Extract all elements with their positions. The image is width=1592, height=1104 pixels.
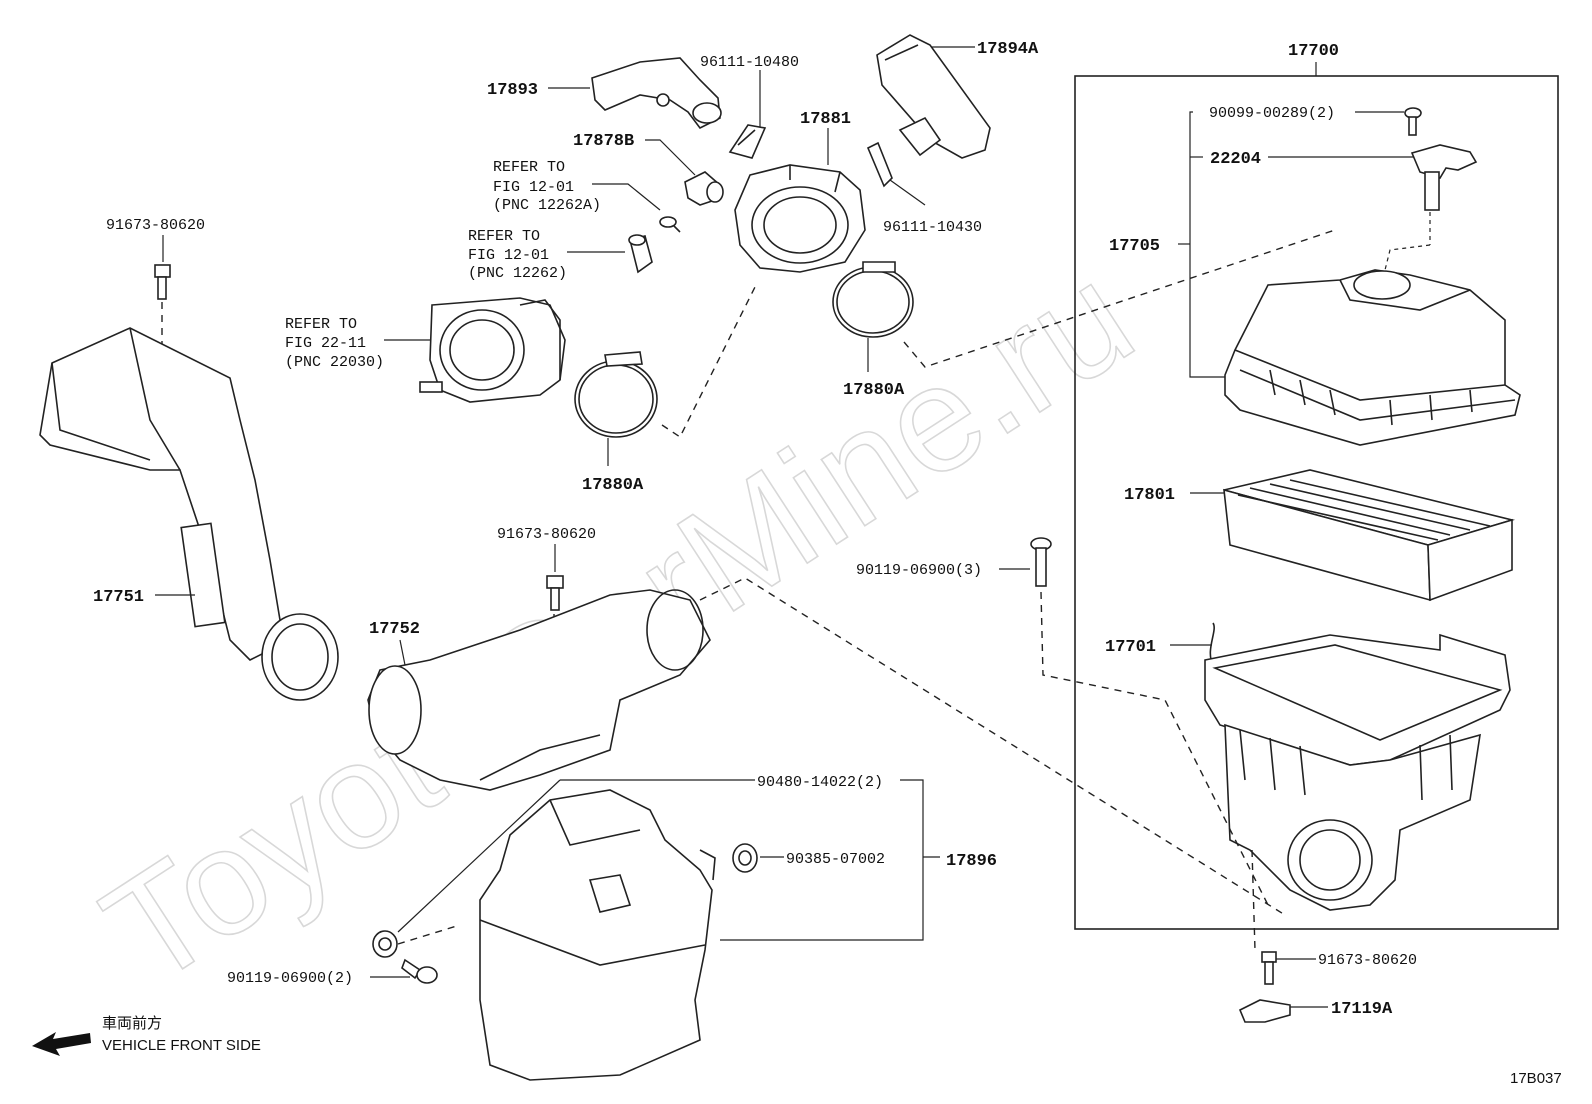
- ref-fig-22-11-line3[interactable]: (PNC 22030): [285, 354, 384, 371]
- label-90119-06900-3[interactable]: 90119-06900(3): [856, 562, 982, 579]
- ref-fig-12-01-a-line1[interactable]: REFER TO: [493, 159, 565, 176]
- intake-connector-17881-icon: [734, 164, 866, 273]
- label-17119A[interactable]: 17119A: [1331, 1000, 1393, 1019]
- air-flow-sensor-22204-icon: [1384, 144, 1478, 271]
- label-17881[interactable]: 17881: [800, 110, 851, 129]
- label-17751[interactable]: 17751: [93, 588, 144, 607]
- label-91673-80620-b[interactable]: 91673-80620: [497, 526, 596, 543]
- resonator-17894A-icon: [876, 34, 991, 159]
- label-17880A-a[interactable]: 17880A: [582, 476, 644, 495]
- label-17880A-b[interactable]: 17880A: [843, 381, 905, 400]
- ref-fig-12-01-b-line1[interactable]: REFER TO: [468, 228, 540, 245]
- clamp-96111-10480-icon: [728, 124, 767, 159]
- ref-fig-22-11-line2[interactable]: FIG 22-11: [285, 335, 366, 352]
- grommet-90385-07002-icon: [732, 843, 758, 873]
- clip-icon: [659, 216, 681, 233]
- ref-fig-12-01-a-line3[interactable]: (PNC 12262A): [493, 197, 601, 214]
- air-filter-17801-icon: [1223, 469, 1516, 602]
- ref-fig-12-01-b-line3[interactable]: (PNC 12262): [468, 265, 567, 282]
- label-90119-06900-2[interactable]: 90119-06900(2): [227, 970, 353, 987]
- bolt-91673-80620-c-icon: [1261, 951, 1277, 985]
- label-17893[interactable]: 17893: [487, 81, 538, 100]
- label-90099-00289[interactable]: 90099-00289(2): [1209, 105, 1335, 122]
- label-17705[interactable]: 17705: [1109, 237, 1160, 256]
- bracket-17119A-icon: [1238, 999, 1291, 1023]
- label-22204[interactable]: 22204: [1210, 150, 1261, 169]
- label-90480-14022[interactable]: 90480-14022(2): [757, 774, 883, 791]
- direction-label-jp: 車両前方: [102, 1014, 162, 1032]
- label-96111-10430[interactable]: 96111-10430: [883, 219, 982, 236]
- ref-fig-12-01-b-line2[interactable]: FIG 12-01: [468, 247, 549, 264]
- throttle-body-icon: [419, 297, 566, 403]
- small-hose-icon: [628, 234, 653, 274]
- label-91673-80620-a[interactable]: 91673-80620: [106, 217, 205, 234]
- label-17894A[interactable]: 17894A: [977, 40, 1039, 59]
- clamp-96111-10430-icon: [866, 141, 893, 188]
- bolt-90119-06900-2-icon: [401, 958, 438, 984]
- bolt-91673-80620-b-icon: [546, 575, 564, 611]
- label-17896[interactable]: 17896: [946, 852, 997, 871]
- label-17801[interactable]: 17801: [1124, 486, 1175, 505]
- label-17752[interactable]: 17752: [369, 620, 420, 639]
- bolt-90119-06900-3-icon: [1030, 537, 1052, 587]
- label-17878B[interactable]: 17878B: [573, 132, 634, 151]
- label-17701[interactable]: 17701: [1105, 638, 1156, 657]
- label-96111-10480[interactable]: 96111-10480: [700, 54, 799, 71]
- direction-label-en: VEHICLE FRONT SIDE: [102, 1037, 261, 1054]
- inlet-duct-17752-icon: [367, 589, 711, 791]
- bolt-91673-80620-a-icon: [154, 264, 171, 300]
- hose-clamp-17880A-b-icon: [832, 261, 914, 338]
- air-cleaner-cap-17705-icon: [1224, 269, 1521, 446]
- bolt-90099-00289-icon: [1404, 107, 1422, 136]
- air-cleaner-case-17701-icon: [1204, 622, 1511, 911]
- label-90385-07002[interactable]: 90385-07002: [786, 851, 885, 868]
- diagram-code: 17B037: [1510, 1070, 1562, 1087]
- ref-fig-12-01-a-line2[interactable]: FIG 12-01: [493, 179, 574, 196]
- ref-fig-22-11-line1[interactable]: REFER TO: [285, 316, 357, 333]
- label-91673-80620-c[interactable]: 91673-80620: [1318, 952, 1417, 969]
- label-17700[interactable]: 17700: [1288, 42, 1339, 61]
- vehicle-front-arrow-icon: [32, 1032, 91, 1056]
- resonator-17896-icon: [479, 789, 716, 1081]
- hose-connector-17878B-icon: [684, 171, 724, 206]
- inlet-duct-17751-icon: [39, 327, 339, 701]
- hose-17893-icon: [591, 57, 722, 130]
- grommet-90480-14022-icon: [372, 930, 398, 958]
- hose-clamp-17880A-a-icon: [574, 351, 658, 438]
